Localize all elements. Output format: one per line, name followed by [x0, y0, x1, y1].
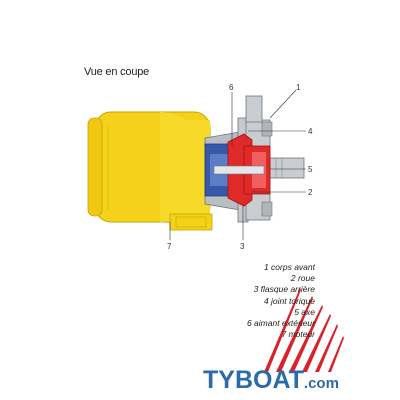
legend-item: 3 flasque arrière: [253, 284, 315, 295]
logo-text: TYBOAT: [203, 366, 304, 394]
sail-stripes: [264, 288, 344, 372]
logo-suffix: .com: [303, 375, 339, 392]
legend-item: 4 joint torique: [263, 295, 315, 306]
legend-item: 1 corps avant: [263, 262, 315, 272]
callout-7: 7: [167, 242, 172, 251]
legend-item: 6 aimant extérieur: [246, 318, 315, 329]
leader-lines: [169, 89, 306, 240]
callout-4: 4: [308, 127, 313, 136]
tyboat-logo: TYBOAT.com: [203, 366, 339, 395]
legend-item: 5 axe: [294, 306, 315, 317]
diagram-title: Vue en coupe: [84, 66, 150, 78]
callout-6: 6: [229, 83, 234, 92]
callout-1: 1: [296, 83, 301, 92]
callout-2: 2: [308, 188, 313, 197]
parts-legend: 1 corps avant 2 roue 3 flasque arrière 4…: [210, 262, 315, 340]
legend-item: 7 moteur: [281, 329, 315, 340]
shaft: [213, 165, 265, 175]
callout-3: 3: [240, 242, 245, 251]
legend-item: 2 roue: [290, 273, 315, 284]
callout-5: 5: [308, 165, 313, 174]
motor-body: [87, 111, 213, 231]
